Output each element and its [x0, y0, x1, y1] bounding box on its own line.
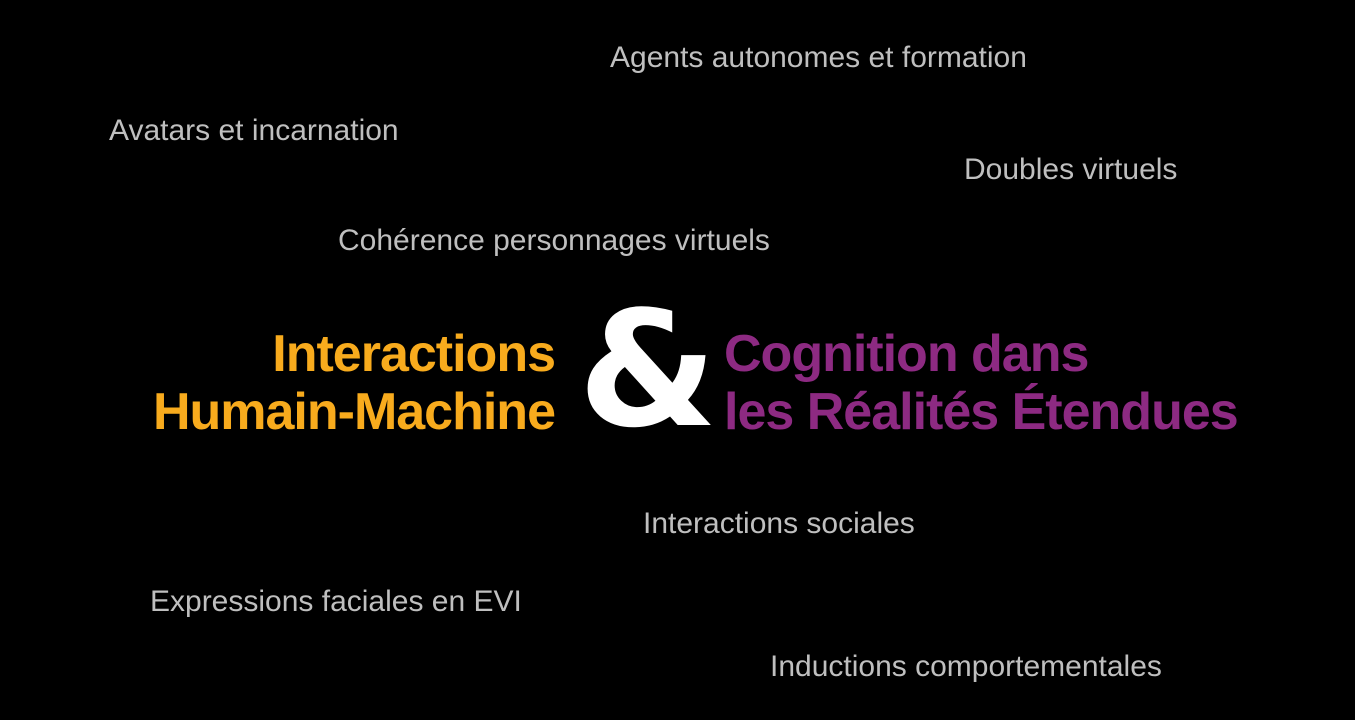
ampersand: & — [578, 276, 718, 463]
topic-expressions-faciales: Expressions faciales en EVI — [150, 585, 522, 618]
topic-interactions-sociales: Interactions sociales — [643, 507, 915, 540]
topic-inductions: Inductions comportementales — [770, 650, 1162, 683]
title-right-line2: les Réalités Étendues — [724, 383, 1239, 441]
topic-doubles-virtuels: Doubles virtuels — [964, 153, 1178, 186]
title-right-line1: Cognition dans — [724, 325, 1089, 383]
topic-avatars: Avatars et incarnation — [109, 114, 399, 147]
title-right: Cognition dans les Réalités Étendues — [724, 325, 1239, 441]
topic-coherence: Cohérence personnages virtuels — [338, 224, 770, 257]
topic-agents-autonomes: Agents autonomes et formation — [610, 41, 1027, 74]
title-left-line1: Interactions — [272, 325, 556, 383]
title-left-line2: Humain-Machine — [152, 383, 556, 441]
title-left: Interactions Humain-Machine — [152, 325, 556, 441]
